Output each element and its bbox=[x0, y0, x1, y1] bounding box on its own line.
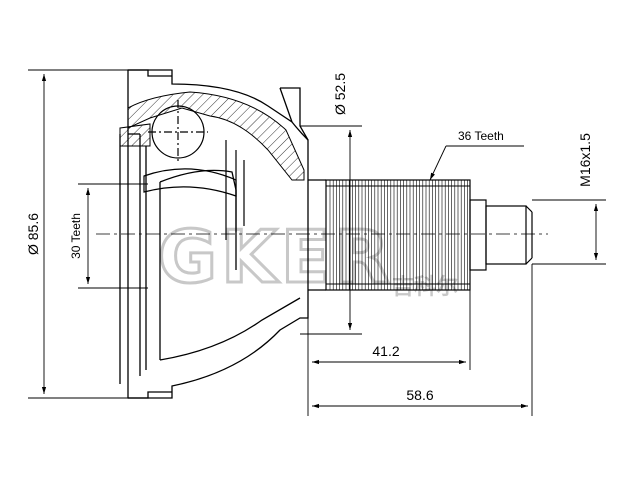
length-total-label: 58.6 bbox=[406, 387, 433, 403]
watermark-brand: GKER bbox=[158, 215, 394, 299]
joint-housing bbox=[119, 69, 326, 399]
length-short-label: 41.2 bbox=[372, 343, 399, 359]
thread-label: M16x1.5 bbox=[577, 133, 593, 187]
watermark-chinese: 吉科尔 bbox=[392, 274, 458, 300]
ball-bearing bbox=[148, 100, 208, 164]
inner-race bbox=[143, 140, 245, 240]
outer-teeth-label: 36 Teeth bbox=[458, 129, 504, 143]
dimension-lines bbox=[28, 69, 606, 416]
flange-diameter-label: Ø 52.5 bbox=[332, 73, 348, 115]
outer-diameter-label: Ø 85.6 bbox=[25, 213, 41, 255]
housing-section-hatch bbox=[119, 91, 305, 181]
inner-teeth-label: 30 Teeth bbox=[69, 213, 83, 259]
